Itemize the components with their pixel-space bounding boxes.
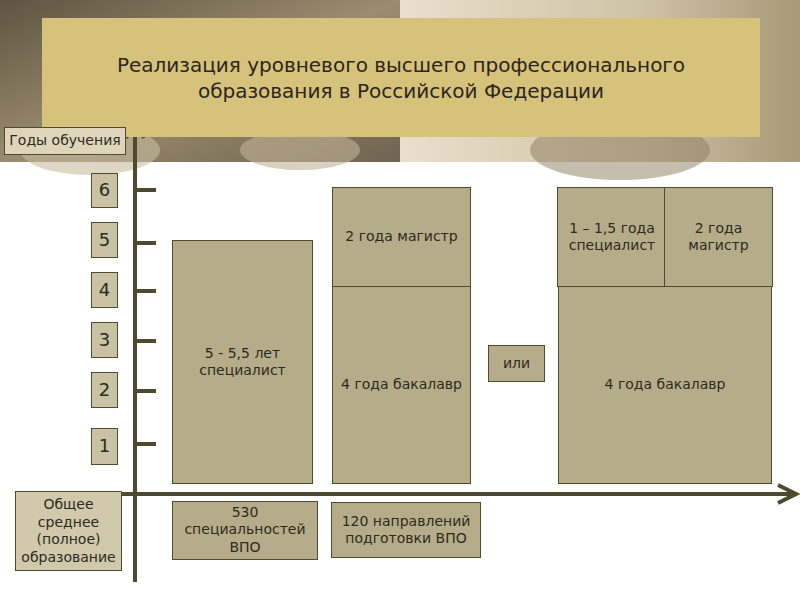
year-number-box: 4 [91, 272, 118, 308]
box-text: или [503, 355, 530, 373]
box-text: 4 года бакалавр [341, 376, 462, 394]
box-text: Общее среднее (полное) образование [19, 496, 118, 566]
box-text: 4 года бакалавр [605, 376, 726, 394]
count-box: 120 направлений подготовки ВПО [331, 502, 481, 558]
program-box: 4 года бакалавр [332, 286, 471, 484]
year-number-box: 5 [91, 222, 118, 258]
title-banner: Реализация уровневого высшего профессион… [42, 18, 760, 137]
box-text: 4 [99, 279, 110, 302]
box-text: 1 [99, 435, 110, 458]
year-number-box: 3 [91, 322, 118, 358]
slide-title: Реализация уровневого высшего профессион… [42, 52, 760, 104]
box-text: 5 - 5,5 лет специалист [176, 345, 309, 380]
year-axis [133, 124, 137, 582]
year-number-box: 2 [91, 372, 118, 408]
box-text: 530 специальностей ВПО [176, 504, 314, 557]
box-text: 2 [99, 379, 110, 402]
count-box: 530 специальностей ВПО [172, 501, 318, 560]
axis-label-box: Годы обучения [4, 127, 126, 155]
program-box: 5 - 5,5 лет специалист [172, 240, 313, 484]
or-box: или [488, 345, 545, 382]
program-box: 1 – 1,5 года специалист [557, 187, 667, 287]
box-text: 120 направлений подготовки ВПО [335, 513, 477, 548]
base-axis [121, 492, 792, 496]
axis-arrowhead [778, 485, 796, 503]
program-box: 2 года магистр [332, 187, 471, 287]
box-text: 2 года магистр [345, 228, 457, 246]
box-text: 6 [99, 179, 110, 202]
base-education-box: Общее среднее (полное) образование [15, 491, 122, 571]
box-text: 5 [99, 229, 110, 252]
program-box: 2 года магистр [664, 187, 773, 287]
year-number-box: 6 [91, 173, 118, 208]
year-number-box: 1 [91, 428, 118, 465]
program-box: 4 года бакалавр [558, 286, 772, 484]
box-text: 2 года магистр [668, 220, 769, 255]
axis-ticks [135, 190, 156, 444]
box-text: 3 [99, 329, 110, 352]
box-text: 1 – 1,5 года специалист [561, 220, 663, 255]
box-text: Годы обучения [9, 132, 120, 150]
